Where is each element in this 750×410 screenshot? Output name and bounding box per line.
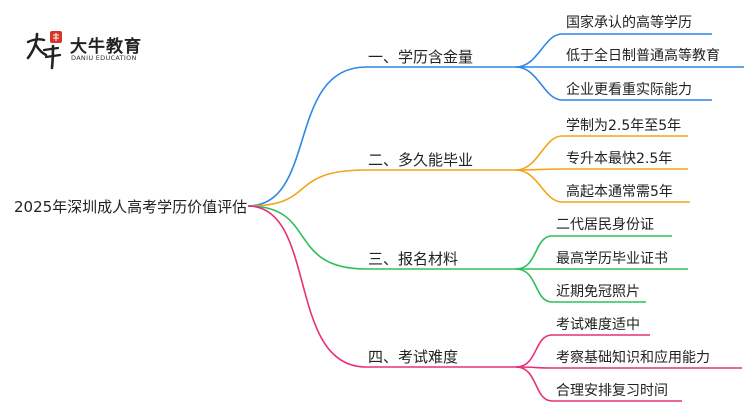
root-connector-4 bbox=[247, 205, 367, 368]
leaf-1-3: 企业更看重实际能力 bbox=[566, 82, 692, 98]
leaf-2-3: 高起本通常需5年 bbox=[566, 184, 673, 200]
logo: 大牛教育 DANIU EDUCATION bbox=[22, 28, 182, 72]
leaf-1-2: 低于全日制普通高等教育 bbox=[566, 48, 720, 64]
logo-brand-cn: 大牛教育 bbox=[70, 37, 142, 57]
leaf-connector-4-3 bbox=[515, 366, 682, 402]
leaf-connector-3-1 bbox=[515, 235, 672, 270]
logo-mark-icon bbox=[26, 31, 62, 70]
leaf-4-2: 考察基础知识和应用能力 bbox=[556, 350, 710, 366]
branch-node-2: 二、多久能毕业 bbox=[368, 151, 474, 169]
leaf-connector-1-1 bbox=[515, 33, 712, 68]
leaf-4-1: 考试难度适中 bbox=[556, 317, 640, 333]
leaf-3-1: 二代居民身份证 bbox=[556, 217, 654, 233]
leaf-1-1: 国家承认的高等学历 bbox=[566, 15, 692, 31]
leaf-3-2: 最高学历毕业证书 bbox=[556, 251, 668, 267]
leaf-4-3: 合理安排复习时间 bbox=[556, 383, 668, 399]
leaf-3-3: 近期免冠照片 bbox=[556, 284, 640, 300]
logo-brand-en: DANIU EDUCATION bbox=[71, 54, 137, 62]
leaf-connector-4-1 bbox=[515, 334, 650, 368]
root-node: 2025年深圳成人高考学历价值评估 bbox=[14, 198, 248, 216]
branch-node-4: 四、考试难度 bbox=[368, 348, 459, 366]
branch-node-1: 一、学历含金量 bbox=[368, 48, 474, 66]
branch-node-3: 三、报名材料 bbox=[368, 250, 459, 268]
leaf-connector-2-3 bbox=[515, 169, 690, 203]
root-connector-2 bbox=[247, 169, 367, 207]
leaf-connector-4-2 bbox=[515, 366, 742, 369]
root-connector-1 bbox=[247, 66, 367, 207]
leaf-connector-3-3 bbox=[515, 268, 646, 303]
root-connector-3 bbox=[247, 205, 367, 270]
leaf-2-2: 专升本最快2.5年 bbox=[566, 151, 673, 167]
leaf-connector-2-1 bbox=[515, 135, 688, 171]
leaf-2-1: 学制为2.5年至5年 bbox=[566, 118, 682, 134]
leaf-connector-1-3 bbox=[515, 66, 712, 101]
leaf-connector-2-2 bbox=[515, 168, 688, 171]
